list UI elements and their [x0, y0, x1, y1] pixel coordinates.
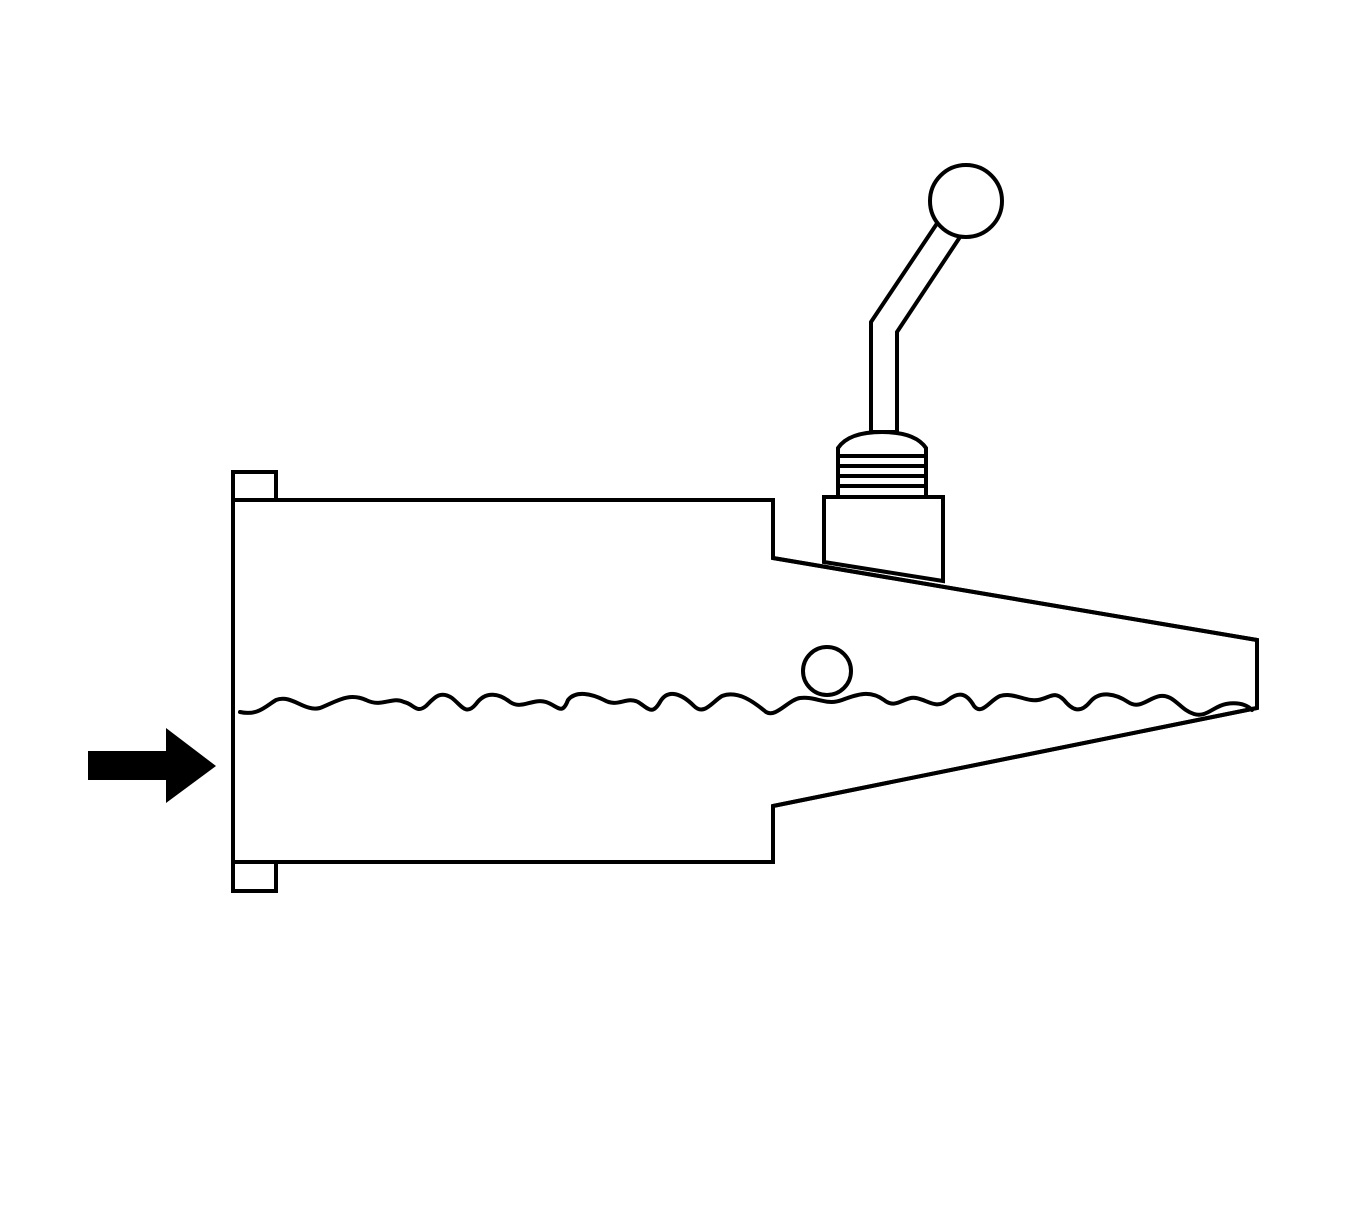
housing-body	[231, 498, 1259, 864]
mounting-tab-bottom	[231, 859, 278, 893]
lever-knob	[928, 163, 1004, 239]
direction-arrow	[88, 728, 216, 803]
tapered-nose	[771, 556, 1259, 808]
mounting-tab-top	[231, 470, 278, 504]
lever-rod	[869, 219, 965, 434]
fitting-threads	[836, 429, 928, 499]
liquid-surface	[238, 691, 1254, 717]
float-ball	[801, 645, 853, 697]
